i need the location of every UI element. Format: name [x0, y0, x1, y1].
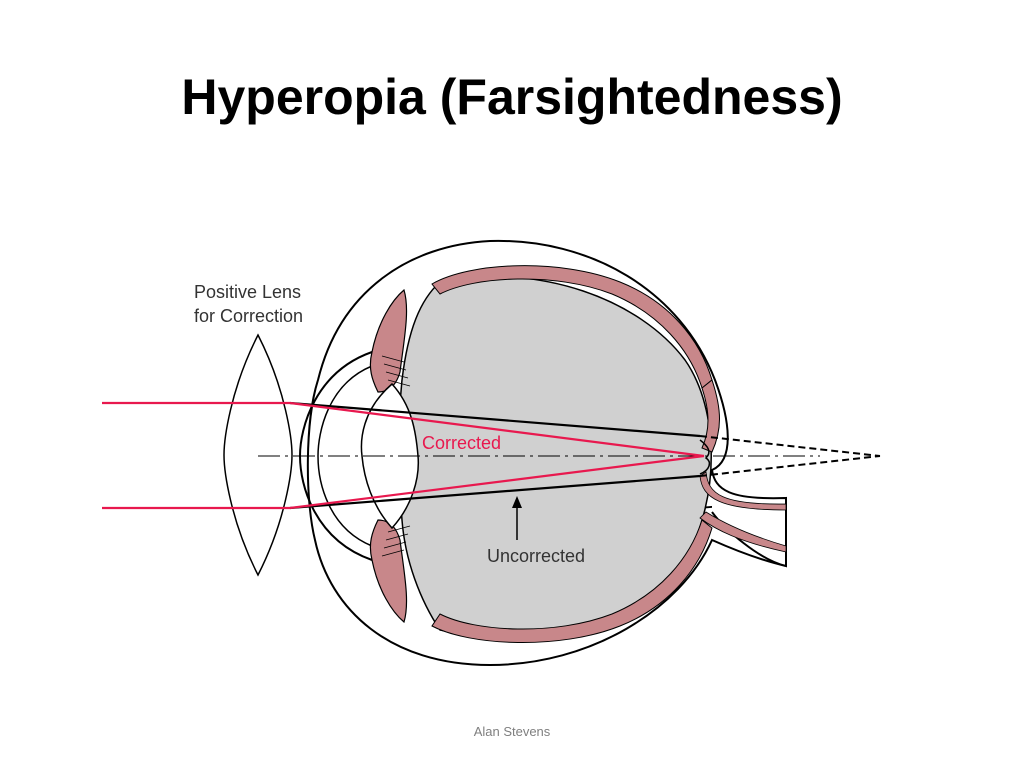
choroid-bottom — [431, 519, 713, 644]
uncorrected-extension-upper — [699, 435, 881, 457]
crystalline-lens — [360, 382, 420, 530]
optic-nerve-band-bottom — [699, 511, 787, 553]
lens-label-line2: for Correction — [194, 306, 303, 326]
uncorrected-extension-lower — [699, 455, 881, 477]
retina-focus-notch — [699, 439, 711, 475]
uncorrected-ray-lower — [289, 474, 701, 510]
corrected-ray-lower — [289, 454, 705, 510]
uncorrected-ray-upper — [289, 401, 701, 438]
uncorrected-label: Uncorrected — [487, 546, 585, 566]
corrected-label: Corrected — [422, 433, 501, 453]
slide-title: Hyperopia (Farsightedness) — [181, 69, 843, 125]
positive-lens — [223, 333, 293, 577]
slide-footer: Alan Stevens — [473, 724, 551, 739]
zonule-fibres — [381, 355, 411, 557]
uncorrected-pointer-arrowhead — [512, 496, 522, 508]
corrected-ray-upper — [289, 401, 705, 458]
choroid-right — [701, 379, 720, 453]
cornea-inner — [317, 365, 373, 547]
lens-label-line1: Positive Lens — [194, 282, 301, 302]
optic-nerve-band-top — [699, 471, 787, 511]
iris-upper — [369, 288, 408, 393]
iris-lower — [369, 519, 408, 624]
